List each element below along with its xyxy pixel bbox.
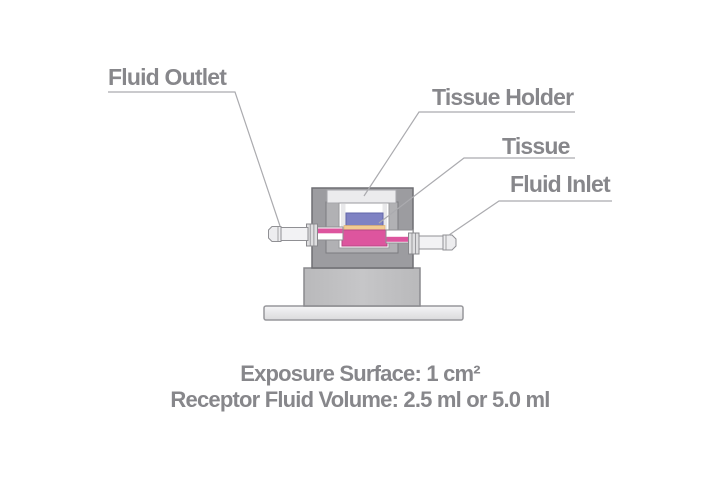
leader-line-tissue <box>378 157 575 224</box>
tissue-holder-cap <box>326 189 397 204</box>
fluid-outlet-tube <box>268 226 309 242</box>
inlet-channel-fluid <box>386 236 413 242</box>
leader-line-fluid-outlet <box>108 91 281 227</box>
holder-wall-left <box>341 204 346 230</box>
outlet-channel-fluid <box>312 228 343 234</box>
fluid-outlet-label: Fluid Outlet <box>108 64 227 90</box>
inlet-fitting-nut <box>408 232 420 255</box>
caption-receptor-fluid-volume: Receptor Fluid Volume: 2.5 ml or 5.0 ml <box>170 387 550 412</box>
tissue-holder-label: Tissue Holder <box>432 84 574 110</box>
leader-line-fluid-inlet <box>448 200 612 236</box>
receptor-chamber <box>341 229 388 247</box>
fluid-inlet-label: Fluid Inlet <box>510 171 611 197</box>
pedestal <box>303 267 421 307</box>
caption-exposure-surface: Exposure Surface: 1 cm² <box>240 361 480 386</box>
tissue-layer <box>343 225 386 231</box>
tissue-label: Tissue <box>502 133 570 159</box>
holder-wall-right <box>382 204 387 230</box>
leader-line-tissue-holder <box>363 111 575 197</box>
caption: Exposure Surface: 1 cm² Receptor Fluid V… <box>0 361 720 413</box>
base-plate <box>263 305 464 321</box>
fluid-inlet-tube <box>418 234 457 251</box>
tissue-holder-insert <box>345 212 384 227</box>
